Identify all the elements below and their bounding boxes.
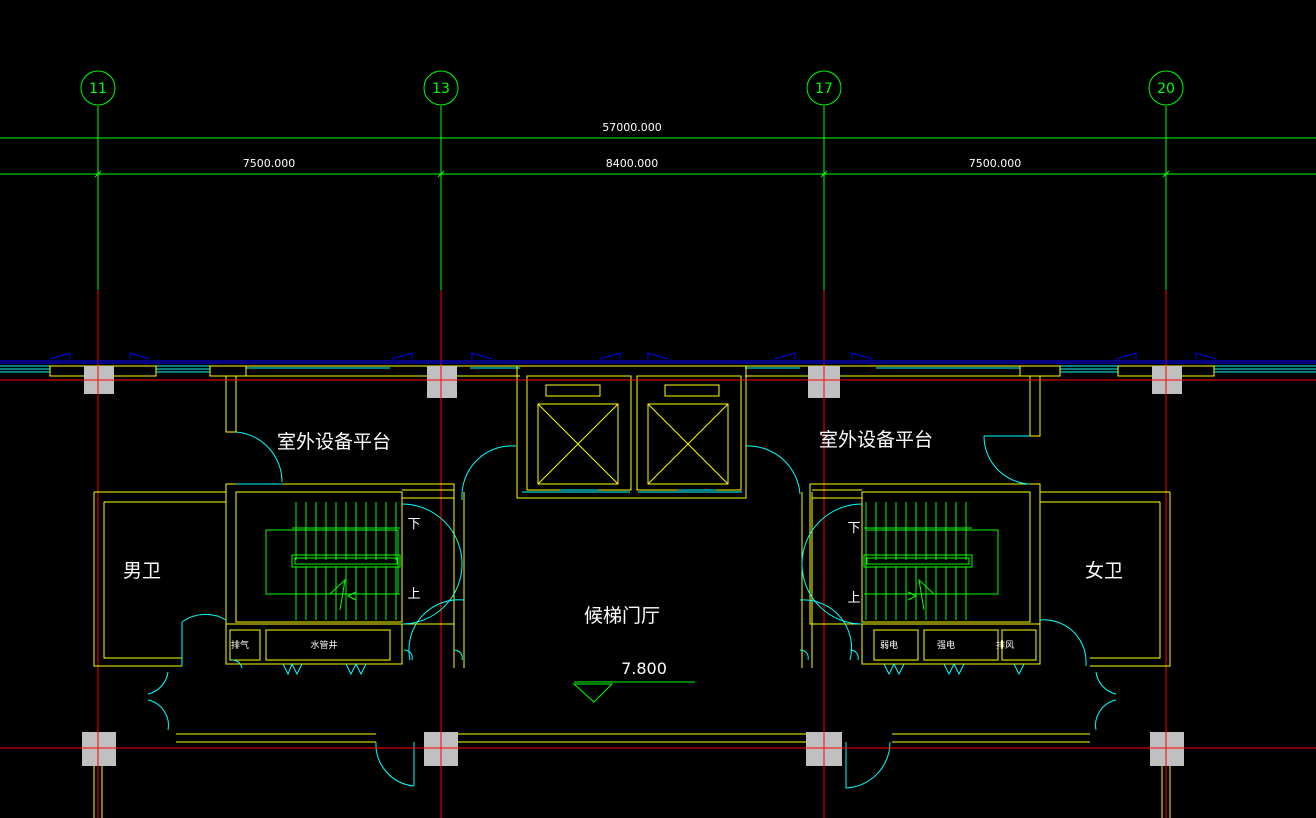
- shaft-label-strong-current: 强电: [937, 639, 955, 651]
- shaft-label-exhaust-left: 排气: [231, 639, 249, 651]
- stair-mark-up-right: 上: [847, 591, 860, 606]
- doors: [147, 431, 1117, 789]
- room-label-platform-right: 室外设备平台: [819, 429, 933, 451]
- stair-mark-up-left: 上: [407, 587, 420, 602]
- axis-bubble-13: [423, 70, 459, 106]
- axis-label-17: 17: [815, 81, 833, 97]
- bay-dimension-left: 7500.000: [243, 157, 296, 170]
- shaft-label-exhaust-right: 排风: [996, 639, 1014, 651]
- room-label-elevator-lobby: 候梯门厅: [584, 605, 660, 627]
- window-strip: [0, 360, 1316, 373]
- column: [427, 366, 457, 398]
- axis-grid-green: [0, 70, 1316, 290]
- axis-label-13: 13: [432, 81, 450, 97]
- column: [82, 732, 116, 766]
- bay-dimension-middle: 8400.000: [606, 157, 659, 170]
- elevation-value: 7.800: [621, 659, 667, 678]
- axis-bubble-17: [806, 70, 842, 106]
- stair-left: [265, 502, 401, 620]
- shaft-label-weak-current: 弱电: [880, 639, 898, 651]
- bay-dimension-right: 7500.000: [969, 157, 1022, 170]
- axis-label-20: 20: [1157, 81, 1175, 97]
- axis-bubble-11: [80, 70, 116, 106]
- column-grid-overlay: [80, 366, 1186, 766]
- axis-label-11: 11: [89, 81, 107, 97]
- overall-dimension-text: 57000.000: [602, 121, 662, 134]
- elevator-car-right: [647, 403, 729, 485]
- room-label-mens-wc: 男卫: [123, 560, 161, 582]
- walls: [49, 365, 1215, 818]
- elevator-car-left: [537, 403, 619, 485]
- elevation-marker: [572, 681, 695, 703]
- room-label-womens-wc: 女卫: [1085, 560, 1123, 582]
- stair-mark-down-left: 下: [407, 517, 420, 532]
- window-flags: [49, 352, 1217, 360]
- stair-right: [863, 502, 999, 620]
- columns: [82, 366, 1184, 766]
- room-label-platform-left: 室外设备平台: [277, 431, 391, 453]
- axis-bubble-20: [1148, 70, 1184, 106]
- stair-mark-down-right: 下: [847, 521, 860, 536]
- shaft-label-water-pipe: 水管井: [310, 639, 337, 651]
- column: [1150, 732, 1184, 766]
